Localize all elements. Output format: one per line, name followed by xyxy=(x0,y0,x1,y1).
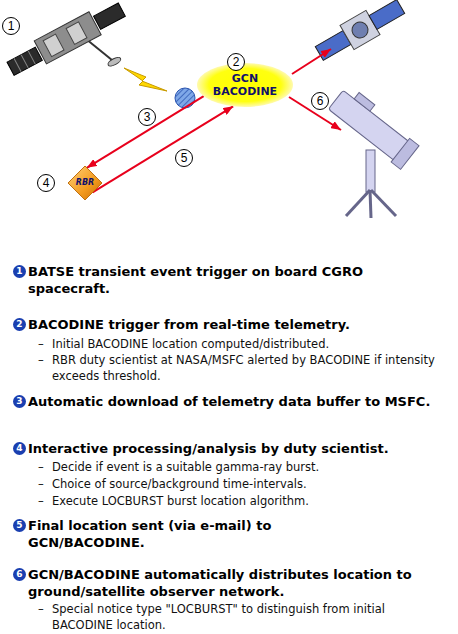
step-heading: BATSE transient event trigger on board C… xyxy=(28,263,446,297)
panel-grid xyxy=(14,58,21,71)
telescope xyxy=(327,84,423,218)
callout-number: 3 xyxy=(138,108,156,126)
callout-number: 6 xyxy=(311,92,329,110)
tripod-leg xyxy=(371,190,396,216)
team-diamond: RBR xyxy=(68,166,102,200)
cgro-satellite xyxy=(4,0,143,109)
ellipse-shape xyxy=(197,63,293,107)
satellite-dish xyxy=(349,19,371,41)
tripod-leg xyxy=(346,190,370,216)
step-number: 3 xyxy=(13,395,26,408)
bullet-dash: – xyxy=(38,601,44,617)
step-number: 5 xyxy=(13,519,26,532)
step-number: 1 xyxy=(13,265,26,278)
step-number: 4 xyxy=(13,442,26,455)
callout-number: 4 xyxy=(37,174,55,192)
solar-panel xyxy=(369,0,405,29)
bullet-dash: – xyxy=(38,493,44,509)
antenna-dish xyxy=(107,56,122,68)
flow-arrow xyxy=(87,96,204,168)
observer-satellite xyxy=(312,0,407,66)
step-heading: Final location sent (via e-mail) to GCN/… xyxy=(28,517,358,551)
bullet-dash: – xyxy=(38,352,44,368)
node-text: RBR xyxy=(76,178,94,188)
solar-panel xyxy=(7,47,42,75)
callout-number: 2 xyxy=(227,53,245,71)
step-number: 2 xyxy=(13,318,26,331)
instrument xyxy=(43,34,64,56)
step-heading: BACODINE trigger from real-time telemetr… xyxy=(28,316,446,333)
telescope-end xyxy=(391,138,419,169)
finder-scope xyxy=(354,93,375,112)
flow-arrow xyxy=(93,106,234,192)
step-heading: GCN/BACODINE automatically distributes l… xyxy=(28,566,446,600)
step-number: 6 xyxy=(13,568,26,581)
distribution-arrow xyxy=(292,49,331,74)
bullet-text: Decide if event is a suitable gamma-ray … xyxy=(52,459,437,475)
panel-grid xyxy=(21,55,28,68)
tripod-leg xyxy=(370,190,371,218)
bullet-text: Initial BACODINE location computed/distr… xyxy=(52,336,437,352)
bullet-dash: – xyxy=(38,336,44,352)
lightning-bolt xyxy=(124,68,167,91)
bullet-text: Choice of source/background time-interva… xyxy=(52,476,437,492)
callout-number: 1 xyxy=(2,17,20,35)
bullet-dash: – xyxy=(38,459,44,475)
callout-number: 5 xyxy=(175,149,193,167)
telescope-pier xyxy=(366,150,375,192)
instrument xyxy=(66,22,87,44)
panel-grid xyxy=(28,51,35,64)
bullet-text: Execute LOCBURST burst location algorith… xyxy=(52,493,437,509)
bullet-dash: – xyxy=(38,476,44,492)
step-heading: Automatic download of telemetry data buf… xyxy=(28,393,446,410)
bullet-text: RBR duty scientist at NASA/MSFC alerted … xyxy=(52,352,437,384)
step-heading: Interactive processing/analysis by duty … xyxy=(28,440,446,457)
node-text: GCN BACODINE xyxy=(209,72,281,98)
satellite-body xyxy=(34,12,101,64)
solar-panel xyxy=(94,3,126,29)
ground-station xyxy=(175,88,195,108)
diamond-shape xyxy=(68,166,102,200)
bullet-text: Special notice type "LOCBURST" to distin… xyxy=(52,601,447,633)
process-ellipse: GCN BACODINE xyxy=(197,63,293,107)
